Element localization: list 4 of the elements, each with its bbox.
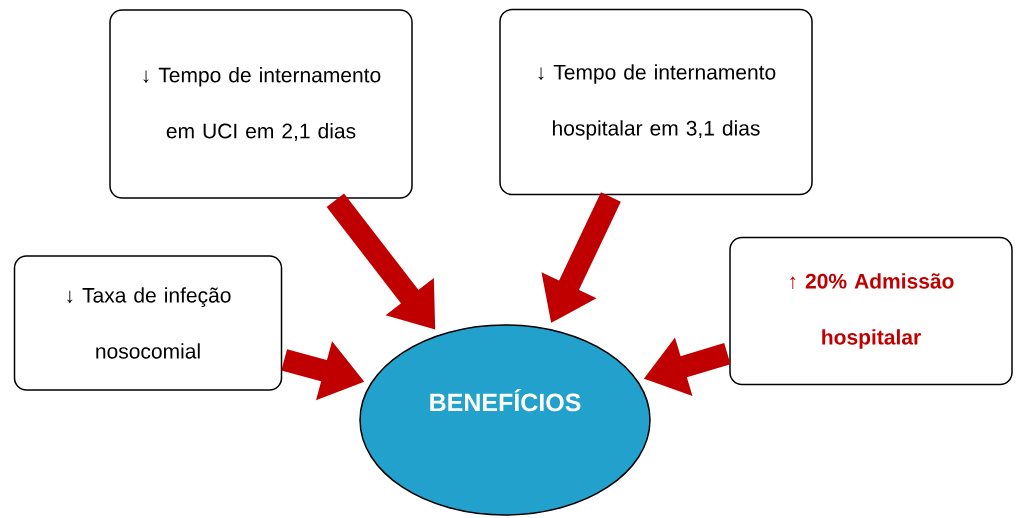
- highlight-box: ↑ 20% Admissão hospitalar: [729, 236, 1013, 386]
- text-box: ↓ Taxa de infeção nosocomial: [13, 255, 283, 391]
- text-box: ↓ Tempo de internamento hospitalar em 3,1 dias: [499, 8, 813, 196]
- text-box: ↓ Tempo de internamento em UCI em 2,1 dias: [109, 9, 413, 199]
